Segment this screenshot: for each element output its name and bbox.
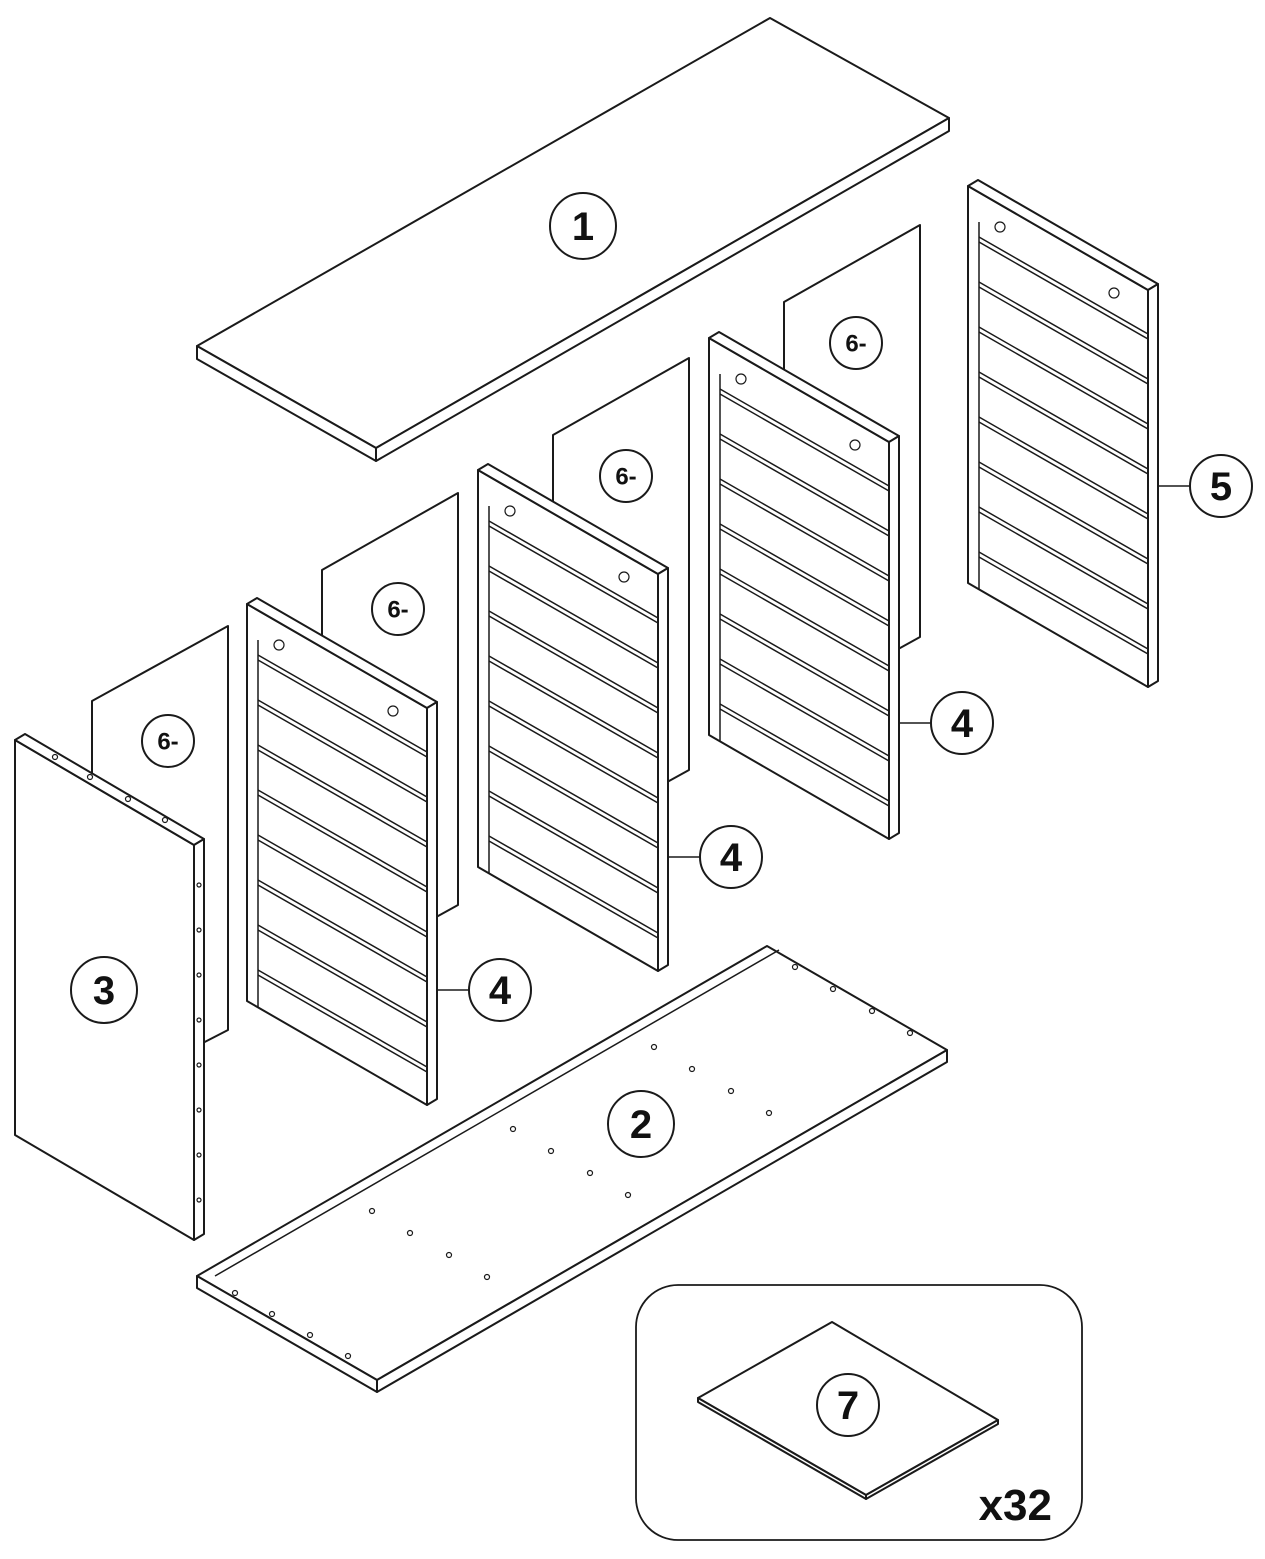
end-shelf-panel [967, 179, 1159, 688]
bottom-panel [196, 945, 948, 1393]
label-bubble-6d: 6- [829, 316, 883, 370]
part-label-7: 7 [837, 1384, 859, 1428]
shelf-panel-c [708, 331, 900, 840]
label-bubble-6a: 6- [141, 714, 195, 768]
label-bubble-4b: 4 [699, 825, 763, 889]
label-bubble-2: 2 [607, 1090, 675, 1158]
part-label-6b: 6- [387, 597, 408, 624]
label-bubble-4a: 4 [468, 958, 532, 1022]
label-bubble-5: 5 [1189, 454, 1253, 518]
label-bubble-1: 1 [549, 192, 617, 260]
leader-lines [437, 485, 1191, 991]
part-label-4c: 4 [951, 702, 974, 746]
part-label-6d: 6- [845, 331, 866, 358]
part-label-4b: 4 [720, 836, 743, 880]
label-bubble-6b: 6- [371, 582, 425, 636]
part-label-5: 5 [1210, 465, 1232, 509]
shelf-panel-a [246, 597, 438, 1106]
label-bubble-4c: 4 [930, 691, 994, 755]
part-label-6c: 6- [615, 464, 636, 491]
part-label-3: 3 [93, 969, 115, 1013]
hardware-quantity: x32 [979, 1481, 1052, 1530]
label-bubble-3: 3 [70, 956, 138, 1024]
part-label-6a: 6- [157, 729, 178, 756]
part-label-4a: 4 [489, 969, 512, 1013]
shelf-panel-b [477, 463, 669, 972]
label-bubble-6c: 6- [599, 449, 653, 503]
part-label-2: 2 [630, 1103, 652, 1147]
part-label-1: 1 [572, 205, 594, 249]
label-bubble-7: 7 [816, 1373, 880, 1437]
